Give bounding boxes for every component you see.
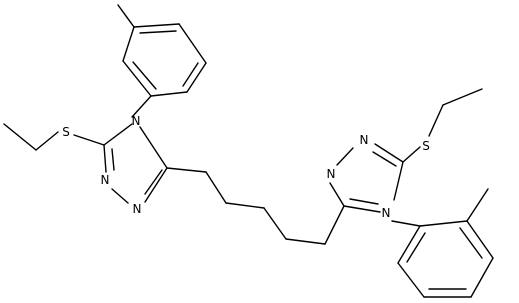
bond — [263, 207, 287, 240]
bond — [470, 257, 494, 298]
bond — [150, 91, 188, 97]
bond — [225, 202, 265, 209]
bond — [419, 220, 468, 227]
nitrogen-atom-label: N — [132, 114, 141, 128]
bond — [336, 147, 354, 166]
bond — [285, 238, 326, 245]
bond — [374, 143, 404, 163]
bond — [205, 171, 227, 204]
bond — [324, 205, 345, 245]
bond — [393, 161, 404, 201]
bond — [459, 227, 483, 259]
bond — [372, 151, 397, 167]
bond — [111, 148, 115, 171]
bond — [73, 134, 105, 146]
bond — [391, 220, 421, 227]
bond — [466, 220, 494, 259]
nitrogen-atom-label: N — [382, 206, 391, 220]
bond — [349, 198, 379, 205]
nitrogen-atom-label: N — [327, 167, 336, 181]
bond — [182, 62, 199, 87]
atom-labels: N N N S N N N S — [62, 114, 430, 220]
bond — [103, 123, 133, 146]
bond — [406, 232, 426, 263]
bond — [3, 123, 37, 151]
bond — [111, 188, 129, 204]
bond — [329, 182, 345, 207]
bond — [343, 205, 381, 213]
nitrogen-atom-label: N — [101, 173, 110, 187]
bond — [402, 146, 421, 163]
bond — [397, 225, 421, 264]
sulfur-atom-label: S — [62, 125, 70, 139]
bond — [132, 61, 157, 90]
bonds — [3, 4, 494, 298]
bond — [466, 188, 489, 222]
bond — [144, 169, 163, 195]
bond — [442, 88, 483, 106]
bond — [186, 62, 207, 93]
nitrogen-atom-label: N — [133, 202, 142, 216]
bond — [166, 167, 207, 173]
bond — [117, 4, 135, 28]
sulfur-atom-label: S — [422, 139, 430, 153]
bond — [131, 95, 152, 118]
bond — [139, 126, 168, 169]
bond — [122, 26, 135, 62]
bond — [144, 167, 168, 203]
bond — [133, 23, 180, 28]
bond — [428, 104, 444, 137]
bond — [139, 30, 177, 34]
bond — [397, 262, 425, 298]
bond — [122, 60, 152, 97]
nitrogen-atom-label: N — [360, 133, 369, 147]
bond — [178, 23, 207, 64]
bond — [103, 144, 107, 173]
bond — [35, 131, 59, 151]
